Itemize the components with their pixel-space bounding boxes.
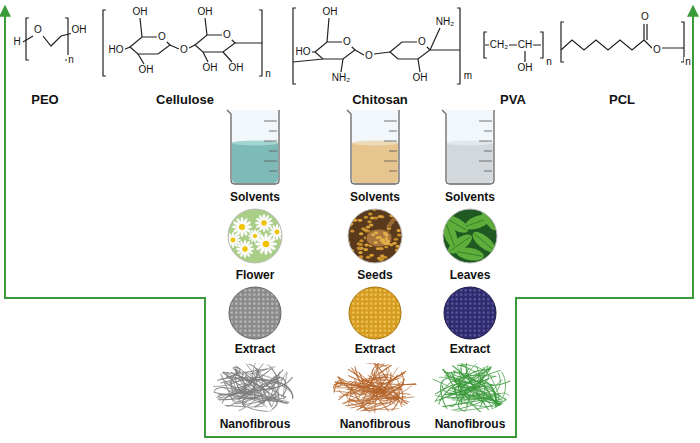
atom-label: OH	[412, 73, 429, 83]
step-label: Nanofibrous	[415, 417, 525, 432]
polymer-name: Cellulose	[152, 92, 218, 110]
step-label: Solvents	[200, 190, 310, 205]
polymer-label: Chitosan	[348, 92, 412, 108]
nanofibre-mat	[330, 362, 418, 413]
step-label: Seeds	[320, 268, 430, 283]
step-label: Solvents	[415, 190, 525, 205]
beaker-icon	[347, 110, 399, 184]
pva-structure	[484, 32, 543, 62]
extract-disc	[349, 287, 401, 339]
step-label: Solvents	[320, 190, 430, 205]
beaker-icon	[227, 110, 279, 184]
atom-label: n	[545, 57, 553, 67]
atom-label: CH₂	[489, 40, 509, 50]
atom-label: O	[652, 45, 662, 55]
atom-label: O	[179, 45, 189, 55]
atom-label: O	[364, 51, 374, 61]
atom-label: O	[640, 12, 650, 22]
leaves-picture	[440, 203, 503, 263]
atom-label: HO	[108, 45, 125, 55]
polymer-name: Chitosan	[348, 92, 412, 110]
cellulose-structure	[103, 10, 262, 76]
flower-picture	[225, 209, 285, 263]
polymer-label: Cellulose	[152, 92, 218, 108]
atom-label: O	[222, 30, 232, 40]
polymer-label: PVA	[496, 92, 530, 108]
atom-label: n	[684, 57, 692, 67]
atom-label: CH	[517, 40, 533, 50]
atom-label: H	[12, 37, 21, 47]
process-column: SolventsLeavesExtractNanofibrous	[415, 105, 525, 435]
step-label: Extract	[415, 342, 525, 357]
atom-label: m	[463, 71, 473, 81]
atom-label: NH₂	[331, 73, 351, 83]
beaker-icon	[442, 110, 494, 184]
atom-label: OH	[228, 63, 245, 73]
process-column: SolventsSeedsExtractNanofibrous	[320, 105, 430, 435]
step-label: Nanofibrous	[320, 417, 430, 432]
extract-disc	[444, 287, 496, 339]
atom-label: OH	[517, 63, 534, 73]
atom-label: n	[264, 69, 272, 79]
atom-label: OH	[71, 25, 88, 35]
atom-label: n	[67, 55, 75, 65]
atom-label: OH	[202, 63, 219, 73]
atom-label: O	[33, 25, 43, 35]
atom-label: OH	[138, 65, 155, 75]
seeds-picture	[346, 208, 404, 265]
polymer-label: PCL	[605, 92, 639, 108]
nanofibre-mat	[211, 362, 296, 413]
chitosan-structure	[293, 8, 460, 84]
nanofibre-mat	[426, 362, 515, 414]
picture-border	[443, 209, 497, 263]
polymer-name: PCL	[605, 92, 639, 110]
flow-line	[5, 6, 693, 437]
step-label: Leaves	[415, 268, 525, 283]
atom-label: OH	[322, 7, 339, 17]
picture-border	[228, 209, 282, 263]
atom-label: O	[417, 37, 427, 47]
polymer-name: PEO	[27, 92, 63, 110]
step-label: Flower	[200, 268, 310, 283]
pcl-structure	[561, 22, 684, 62]
polymer-label: PEO	[27, 92, 63, 108]
extract-disc	[229, 287, 281, 339]
atom-label: O	[157, 32, 167, 42]
picture-border	[348, 209, 402, 263]
step-label: Extract	[200, 342, 310, 357]
step-label: Extract	[320, 342, 430, 357]
atom-label: HO	[295, 47, 312, 57]
atom-label: O	[342, 37, 352, 47]
step-label: Nanofibrous	[200, 417, 310, 432]
atom-label: NH₂	[435, 17, 455, 27]
peo-structure	[23, 18, 73, 60]
atom-label: OH	[197, 7, 214, 17]
atom-label: OH	[132, 7, 149, 17]
polymer-name: PVA	[496, 92, 530, 110]
process-column: SolventsFlowerExtractNanofibrous	[200, 105, 310, 435]
